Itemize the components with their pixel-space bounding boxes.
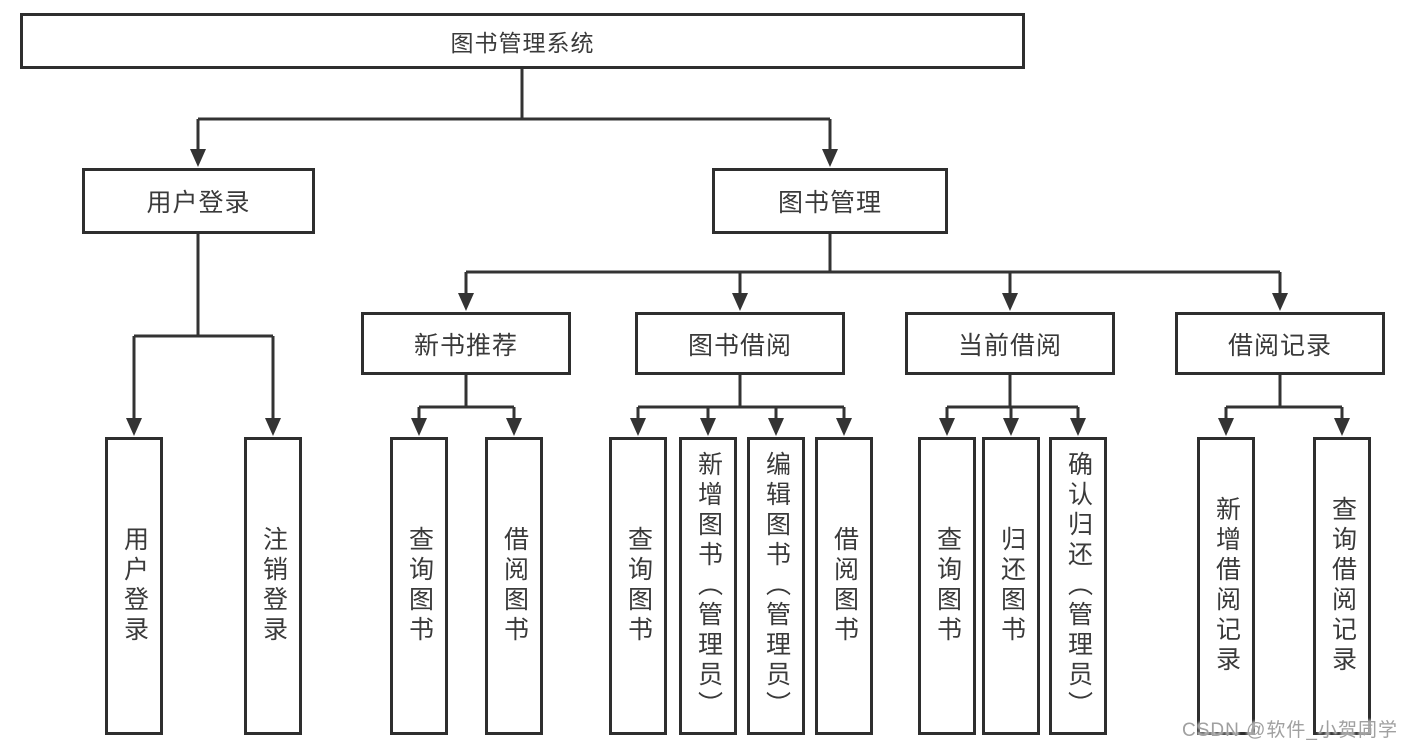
leaf-query-borrow-record: 查询借阅记录: [1313, 437, 1371, 735]
leaf-add-books-admin: 新增图书（管理员）: [679, 437, 737, 735]
leaf-query-books-recommend-label: 查询图书: [405, 526, 434, 646]
leaf-confirm-return-admin-label: 确认归还（管理员）: [1064, 451, 1093, 721]
leaf-borrow-books-label: 借阅图书: [830, 526, 859, 646]
node-new-book-recommend: 新书推荐: [361, 312, 571, 375]
leaf-edit-books-admin-label: 编辑图书（管理员）: [762, 451, 791, 721]
leaf-query-borrow-record-label: 查询借阅记录: [1328, 496, 1357, 676]
leaf-user-login-label: 用户登录: [120, 526, 149, 646]
leaf-confirm-return-admin: 确认归还（管理员）: [1049, 437, 1107, 735]
node-book-management-label: 图书管理: [777, 189, 882, 217]
leaf-logout: 注销登录: [244, 437, 302, 735]
leaf-query-books-current: 查询图书: [918, 437, 976, 735]
node-root-label: 图书管理系统: [450, 30, 595, 56]
node-book-borrowing-label: 图书借阅: [687, 331, 792, 360]
leaf-add-borrow-record: 新增借阅记录: [1197, 437, 1255, 735]
leaf-borrow-books: 借阅图书: [815, 437, 873, 735]
leaf-query-books-borrowing: 查询图书: [609, 437, 667, 735]
leaf-return-books: 归还图书: [982, 437, 1040, 735]
leaf-query-books-current-label: 查询图书: [933, 526, 962, 646]
leaf-borrow-books-recommend-label: 借阅图书: [500, 526, 529, 646]
node-current-borrowing: 当前借阅: [905, 312, 1115, 375]
leaf-logout-label: 注销登录: [259, 526, 288, 646]
node-user-login-label: 用户登录: [146, 189, 251, 217]
node-borrowing-records-label: 借阅记录: [1227, 331, 1332, 360]
leaf-query-books-borrowing-label: 查询图书: [624, 526, 653, 646]
leaf-return-books-label: 归还图书: [997, 526, 1026, 646]
watermark: CSDN @软件_小贺同学: [1182, 720, 1398, 741]
node-root: 图书管理系统: [20, 13, 1025, 69]
node-borrowing-records: 借阅记录: [1175, 312, 1385, 375]
leaf-query-books-recommend: 查询图书: [390, 437, 448, 735]
leaf-user-login: 用户登录: [105, 437, 163, 735]
leaf-edit-books-admin: 编辑图书（管理员）: [747, 437, 805, 735]
leaf-add-borrow-record-label: 新增借阅记录: [1212, 496, 1241, 676]
node-book-borrowing: 图书借阅: [635, 312, 845, 375]
leaf-borrow-books-recommend: 借阅图书: [485, 437, 543, 735]
node-current-borrowing-label: 当前借阅: [957, 331, 1062, 360]
node-user-login: 用户登录: [82, 168, 315, 234]
leaf-add-books-admin-label: 新增图书（管理员）: [694, 451, 723, 721]
node-book-management: 图书管理: [712, 168, 948, 234]
node-new-book-recommend-label: 新书推荐: [413, 331, 518, 360]
